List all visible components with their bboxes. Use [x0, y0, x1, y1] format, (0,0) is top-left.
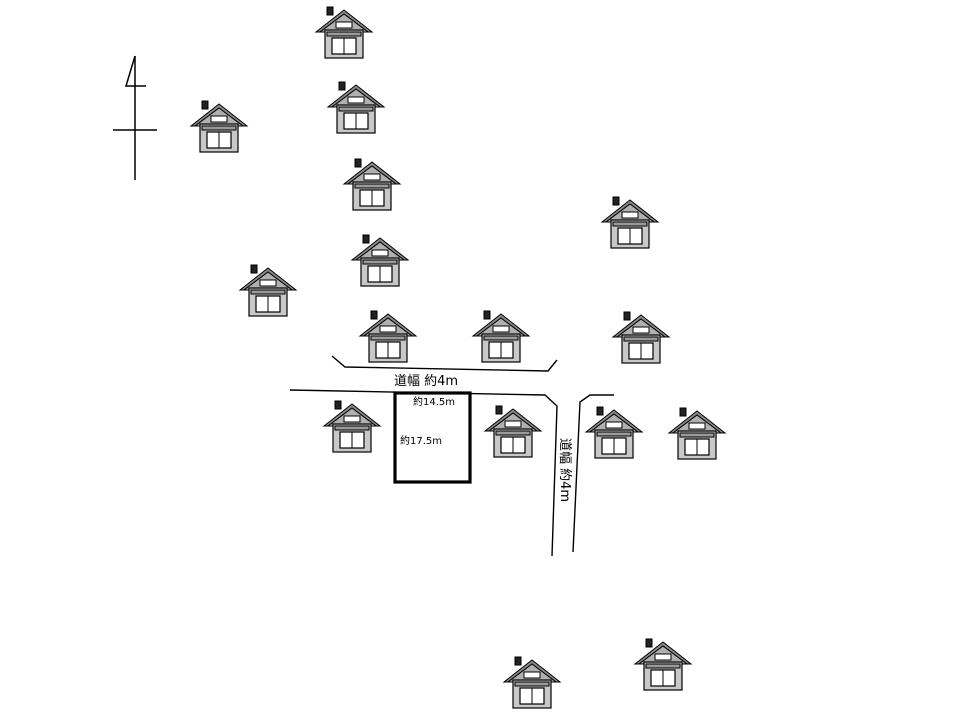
lot-depth-label: 約17.5m	[400, 434, 442, 447]
house-icon	[634, 638, 692, 691]
house-icon	[351, 234, 409, 287]
house-icon	[612, 311, 670, 364]
house-icon	[343, 158, 401, 211]
house-icon	[359, 310, 417, 363]
house-icon	[601, 196, 659, 249]
house-icon	[327, 81, 385, 134]
house-icon	[315, 6, 373, 59]
house-icon	[239, 264, 297, 317]
north-arrow-icon	[113, 55, 157, 180]
road-width-label-vertical: 道幅 約4m	[557, 438, 572, 502]
house-icon	[503, 656, 561, 709]
house-icon	[585, 406, 643, 459]
house-icon	[190, 100, 248, 153]
house-icon	[323, 400, 381, 453]
lot-width-label: 約14.5m	[413, 395, 455, 408]
house-icon	[484, 405, 542, 458]
house-icon	[472, 310, 530, 363]
house-icons	[190, 6, 726, 709]
road-width-label-horizontal: 道幅 約4m	[394, 374, 458, 389]
target-lot	[393, 391, 472, 484]
road-right-edge	[572, 394, 614, 553]
house-icon	[668, 407, 726, 460]
road-upper-edge	[331, 355, 558, 372]
